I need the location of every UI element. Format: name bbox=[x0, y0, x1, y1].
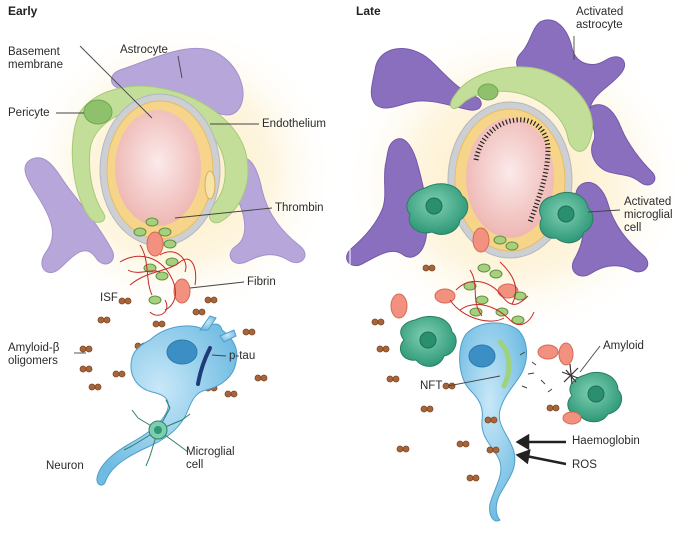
amyloid-fibril bbox=[561, 363, 579, 385]
late-panel bbox=[340, 19, 690, 522]
neuron-nucleus-late bbox=[468, 344, 496, 368]
label-fibrin: Fibrin bbox=[247, 276, 276, 288]
activated-astrocytes bbox=[346, 19, 656, 277]
label-activated-microglial-cell: Activated microglial cell bbox=[624, 196, 673, 234]
p-tau-tangle bbox=[196, 346, 212, 386]
label-neuron: Neuron bbox=[46, 460, 84, 472]
red-blood-cells-late bbox=[390, 227, 582, 425]
microglia-icon bbox=[123, 399, 191, 467]
astrocyte-top bbox=[111, 47, 244, 116]
label-nft: NFT bbox=[420, 380, 443, 392]
oligomer-dashes bbox=[519, 351, 553, 393]
vessel-lumen bbox=[115, 110, 201, 226]
microglia-nuclei bbox=[419, 197, 605, 403]
label-thrombin: Thrombin bbox=[275, 202, 324, 214]
label-amyloid: Amyloid bbox=[603, 340, 644, 352]
amyloid-oligomer-icon bbox=[79, 296, 268, 398]
haemoglobin-arrow bbox=[515, 433, 566, 451]
endothelial-nucleus bbox=[204, 170, 216, 200]
label-isf: ISF bbox=[100, 292, 118, 304]
early-panel-title: Early bbox=[8, 4, 38, 18]
pericyte-nucleus bbox=[83, 99, 113, 125]
label-haemoglobin: Haemoglobin bbox=[572, 435, 640, 447]
pericyte-nucleus-late bbox=[477, 83, 499, 101]
label-basement-membrane: Basement membrane bbox=[8, 46, 63, 71]
thrombin-icon bbox=[133, 217, 179, 305]
astrocyte-left bbox=[24, 157, 114, 274]
neuron-nucleus bbox=[166, 339, 198, 365]
label-endothelium: Endothelium bbox=[262, 118, 326, 130]
early-leader-lines bbox=[56, 45, 273, 357]
label-activated-astrocyte: Activated astrocyte bbox=[576, 6, 624, 31]
late-panel-title: Late bbox=[356, 4, 381, 18]
vessel-lumen-late bbox=[466, 118, 554, 238]
amyloid-oligomers-late bbox=[371, 264, 560, 482]
label-astrocyte: Astrocyte bbox=[120, 44, 168, 56]
ros-arrow bbox=[515, 449, 567, 466]
nft-tangle bbox=[497, 339, 512, 389]
label-pericyte: Pericyte bbox=[8, 107, 50, 119]
fibrin-strands bbox=[119, 244, 197, 316]
early-panel bbox=[18, 20, 338, 486]
label-p-tau: p-tau bbox=[229, 350, 256, 362]
label-microglial-cell: Microglial cell bbox=[186, 446, 235, 471]
astrocyte-right bbox=[229, 157, 306, 264]
label-ros: ROS bbox=[572, 459, 597, 471]
late-leader-lines bbox=[447, 36, 621, 387]
fibrin-late bbox=[449, 261, 535, 325]
red-blood-cell-icon bbox=[146, 231, 191, 304]
label-amyloid-oligomers: Amyloid-β oligomers bbox=[8, 342, 60, 367]
